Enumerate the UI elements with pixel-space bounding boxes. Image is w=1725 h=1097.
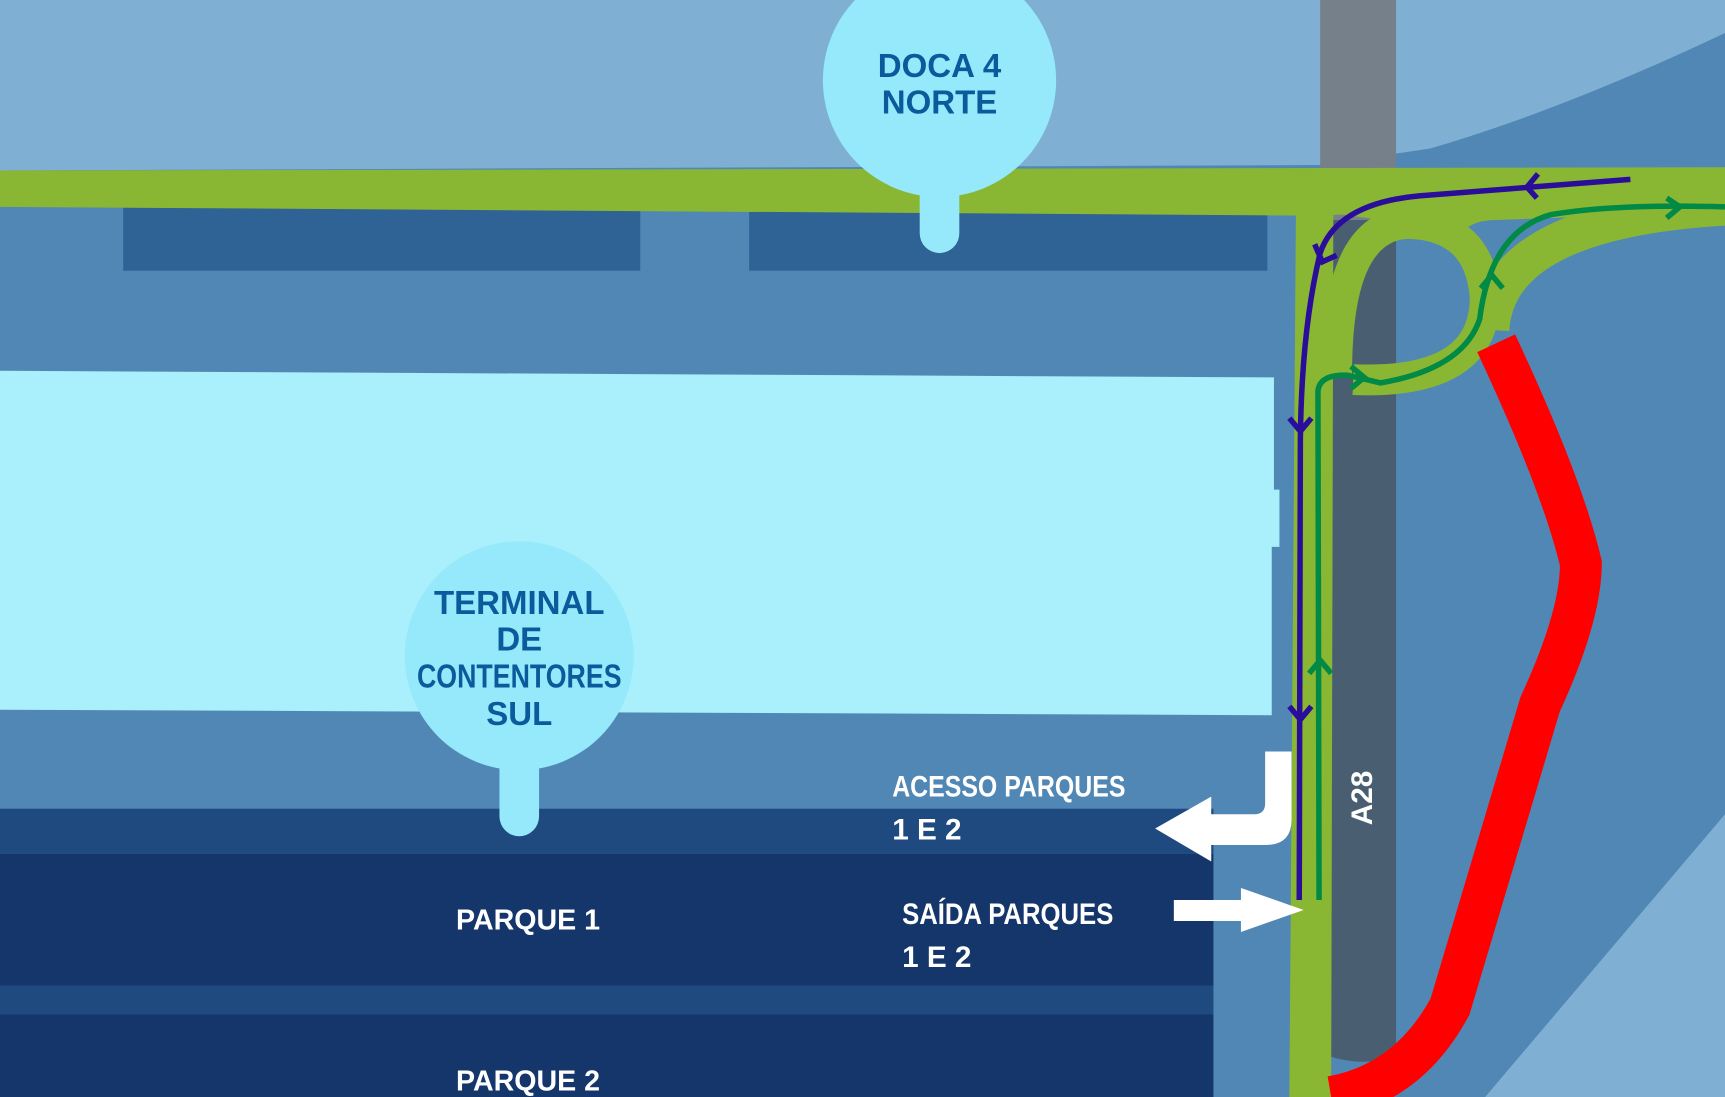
park-1-area: [0, 853, 1214, 986]
poi-terminal-contentores-sul[interactable]: TERMINAL DE CONTENTORES SUL: [404, 541, 634, 837]
poi-label: SUL: [486, 695, 552, 732]
park-2-label: PARQUE 2: [456, 1065, 600, 1097]
poi-label: NORTE: [882, 83, 997, 120]
route-outbound: [1315, 203, 1725, 901]
roundabout: [1321, 207, 1501, 396]
poi-bubble: [822, 0, 1057, 197]
restricted-road: [1327, 334, 1602, 1097]
poi-label: TERMINAL: [434, 584, 604, 621]
poi-label: CONTENTORES: [417, 658, 622, 695]
park-strip: [0, 808, 1214, 854]
poi-label: DE: [496, 620, 542, 657]
route-outbound-arrows: [1307, 195, 1685, 676]
access-arrow-icon: [1155, 751, 1292, 862]
park-2-area: [0, 1014, 1214, 1097]
park-1-label: PARQUE 1: [456, 905, 600, 937]
exit-parks-label: 1 E 2: [902, 941, 971, 974]
access-parks-label: ACESSO PARQUES: [892, 771, 1125, 804]
exit-parks-label: SAÍDA PARQUES: [902, 897, 1113, 931]
road-main: [0, 167, 1725, 232]
warehouse-block: [749, 206, 1268, 271]
highway-a28-label: A28: [1346, 771, 1379, 825]
terminal-area: [0, 370, 1280, 716]
access-parks-label: 1 E 2: [892, 814, 961, 847]
highway-a28: [1328, 220, 1397, 1062]
route-inbound-arrows: [1287, 172, 1541, 724]
poi-label: DOCA 4: [878, 47, 1002, 84]
poi-bubble: [404, 541, 634, 771]
poi-doca-4-norte[interactable]: DOCA 4 NORTE: [822, 0, 1057, 254]
park-strip: [0, 985, 1214, 1015]
warehouse-block: [123, 206, 641, 271]
